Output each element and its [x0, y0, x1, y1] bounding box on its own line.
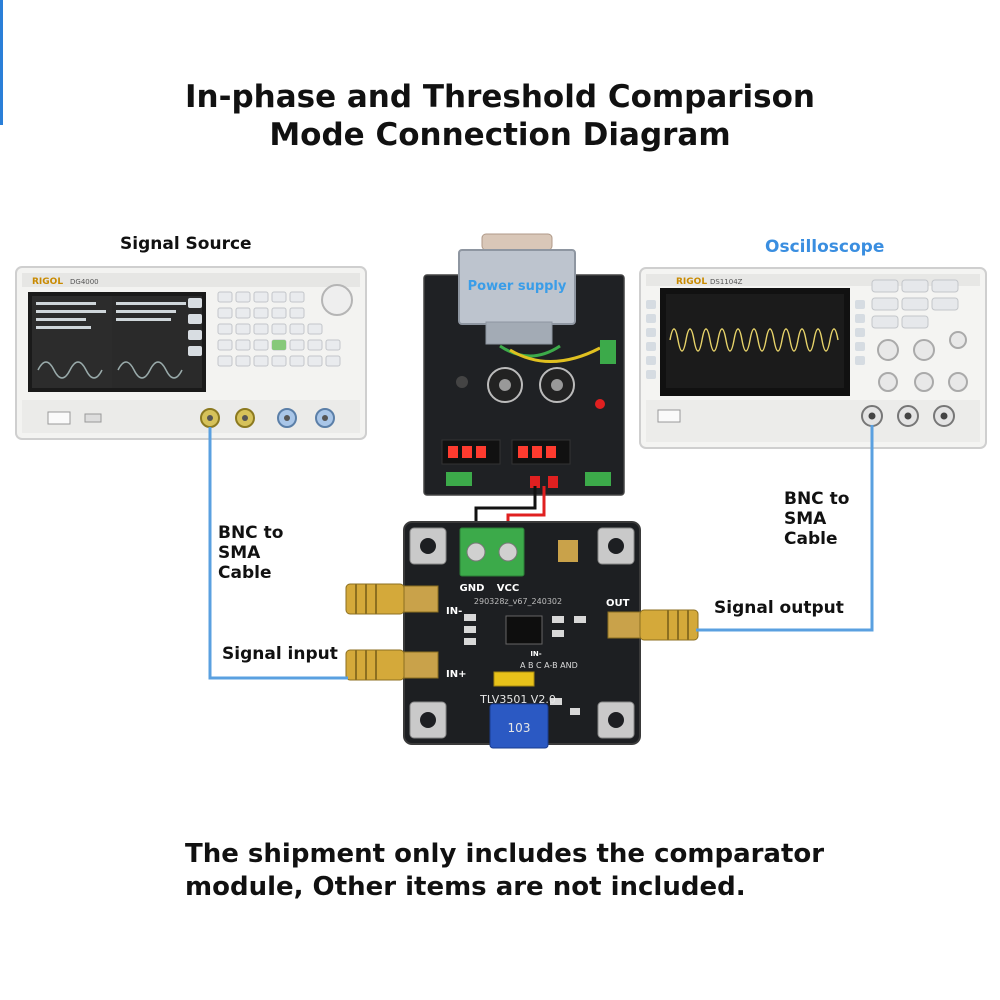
- shipment-note: The shipment only includes the comparato…: [185, 838, 905, 904]
- shipment-note-line-2: module, Other items are not included.: [185, 872, 746, 902]
- vcc-label: VCC: [497, 583, 519, 594]
- bnc-cable-label-left: BNC to SMA Cable: [218, 523, 283, 583]
- left-accent-bar: [0, 0, 3, 125]
- signal-source-label: Signal Source: [120, 234, 252, 254]
- bnc-right-line-2: SMA: [784, 509, 827, 529]
- signal-generator: RIGOL DG4000: [15, 266, 367, 440]
- oscilloscope-brand: RIGOL: [676, 277, 707, 287]
- generator-bnc-outputs: [200, 408, 335, 428]
- bnc-right-line-1: BNC to: [784, 489, 850, 509]
- gnd-label: GND: [460, 583, 485, 594]
- bnc-left-line-1: BNC to: [218, 523, 284, 543]
- title-line-2: Mode Connection Diagram: [269, 117, 731, 153]
- generator-model: DG4000: [70, 278, 99, 286]
- power-supply-label: Power supply: [468, 279, 567, 294]
- board-serial: 290328z_v67_240302: [474, 597, 562, 606]
- in-minus-text: IN-: [530, 650, 541, 658]
- power-supply-board: Power supply: [423, 233, 625, 496]
- in-plus-pin-label: IN+: [446, 669, 466, 680]
- chip-label: TLV3501 V2.0: [479, 693, 556, 706]
- signal-output-label: Signal output: [714, 598, 844, 618]
- output-cable: [696, 425, 874, 632]
- sma-in-plus-connector: [345, 649, 405, 681]
- jumper-labels: A B C A-B AND: [520, 661, 578, 670]
- in-minus-pin-label: IN-: [446, 606, 462, 617]
- bnc-left-line-3: Cable: [218, 563, 272, 583]
- input-cable: [208, 427, 348, 680]
- bnc-left-line-2: SMA: [218, 543, 261, 563]
- comparator-module: GND VCC 290328z_v67_240302 IN- IN- IN+ O…: [403, 521, 643, 749]
- oscilloscope-model: DS1104Z: [710, 278, 743, 286]
- bnc-cable-label-right: BNC to SMA Cable: [784, 489, 849, 549]
- oscilloscope-label: Oscilloscope: [765, 237, 885, 257]
- shipment-note-line-1: The shipment only includes the comparato…: [185, 839, 825, 869]
- pot-label: 103: [508, 721, 531, 735]
- bnc-right-line-3: Cable: [784, 529, 838, 549]
- generator-brand: RIGOL: [32, 277, 63, 287]
- out-pin-label: OUT: [606, 598, 630, 609]
- title-line-1: In-phase and Threshold Comparison: [184, 79, 816, 115]
- oscilloscope: RIGOL DS1104Z: [639, 267, 987, 449]
- sma-out-connector: [639, 609, 699, 641]
- oscilloscope-bnc-inputs: [861, 405, 955, 427]
- diagram-title: In-phase and Threshold Comparison Mode C…: [0, 78, 1000, 154]
- signal-input-label: Signal input: [222, 644, 338, 664]
- sma-in-minus-connector: [345, 583, 405, 615]
